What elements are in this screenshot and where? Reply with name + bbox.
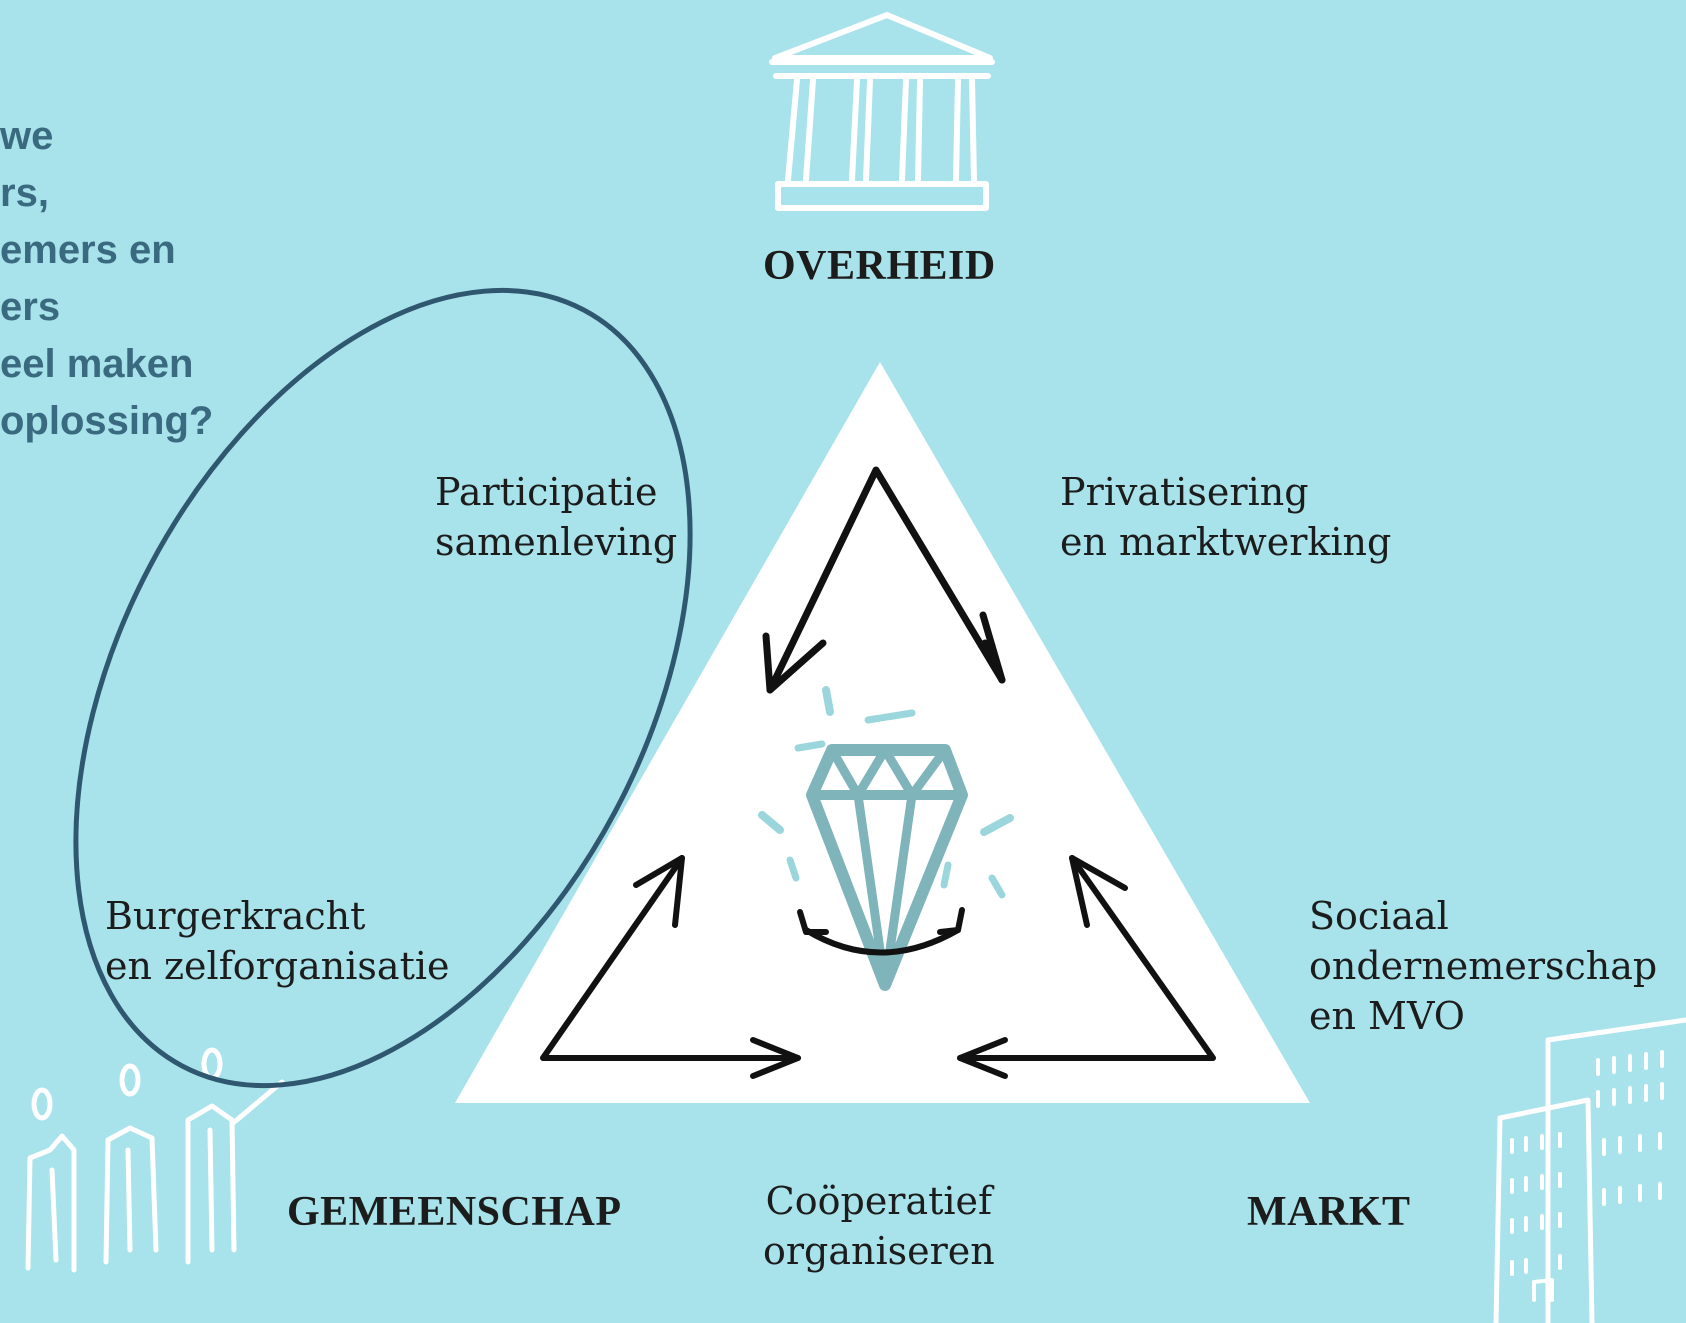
question-line: rs, [0, 171, 49, 215]
question-line: we [0, 114, 54, 158]
label-line: en MVO [1309, 994, 1465, 1038]
office-buildings-icon [1493, 1017, 1686, 1323]
label-line: Sociaal [1309, 894, 1449, 938]
label-line: samenleving [435, 520, 678, 564]
label-line: en zelforganisatie [105, 944, 450, 988]
label-line: Coöperatief [765, 1179, 993, 1223]
diamond-icon [758, 686, 1014, 991]
question-line: eel maken [0, 342, 194, 386]
label-line: en marktwerking [1060, 520, 1392, 564]
arrows-top [762, 466, 1006, 694]
question-line: oplossing? [0, 399, 214, 443]
arrows-bottom-right [957, 855, 1216, 1079]
label-burgerkracht: Burgerkracht en zelforganisatie [105, 891, 450, 991]
sector-markt: MARKT [1247, 1189, 1411, 1235]
sector-gemeenschap: GEMEENSCHAP [287, 1189, 622, 1235]
label-line: Privatisering [1060, 470, 1309, 514]
arrows-bottom-left [540, 855, 801, 1079]
label-cooperatief: Coöperatief organiseren [763, 1176, 995, 1276]
question-text: we rs, emers en ers eel maken oplossing? [0, 108, 213, 450]
sector-overheid: OVERHEID [763, 243, 996, 289]
label-participatie: Participatie samenleving [435, 467, 677, 567]
label-line: Participatie [435, 470, 658, 514]
label-privatisering: Privatisering en marktwerking [1060, 467, 1391, 567]
question-line: emers en [0, 228, 176, 272]
highlight-ellipse [73, 287, 693, 1089]
rotation-arrow-icon [797, 907, 965, 956]
label-sociaal-ondernemerschap: Sociaal ondernemerschap en MVO [1309, 891, 1657, 1041]
question-line: ers [0, 285, 61, 329]
government-building-icon [769, 12, 995, 211]
label-line: organiseren [763, 1229, 995, 1273]
central-triangle [455, 362, 1310, 1103]
label-line: ondernemerschap [1309, 944, 1658, 988]
people-group-icon [25, 1047, 285, 1273]
label-line: Burgerkracht [105, 894, 366, 938]
